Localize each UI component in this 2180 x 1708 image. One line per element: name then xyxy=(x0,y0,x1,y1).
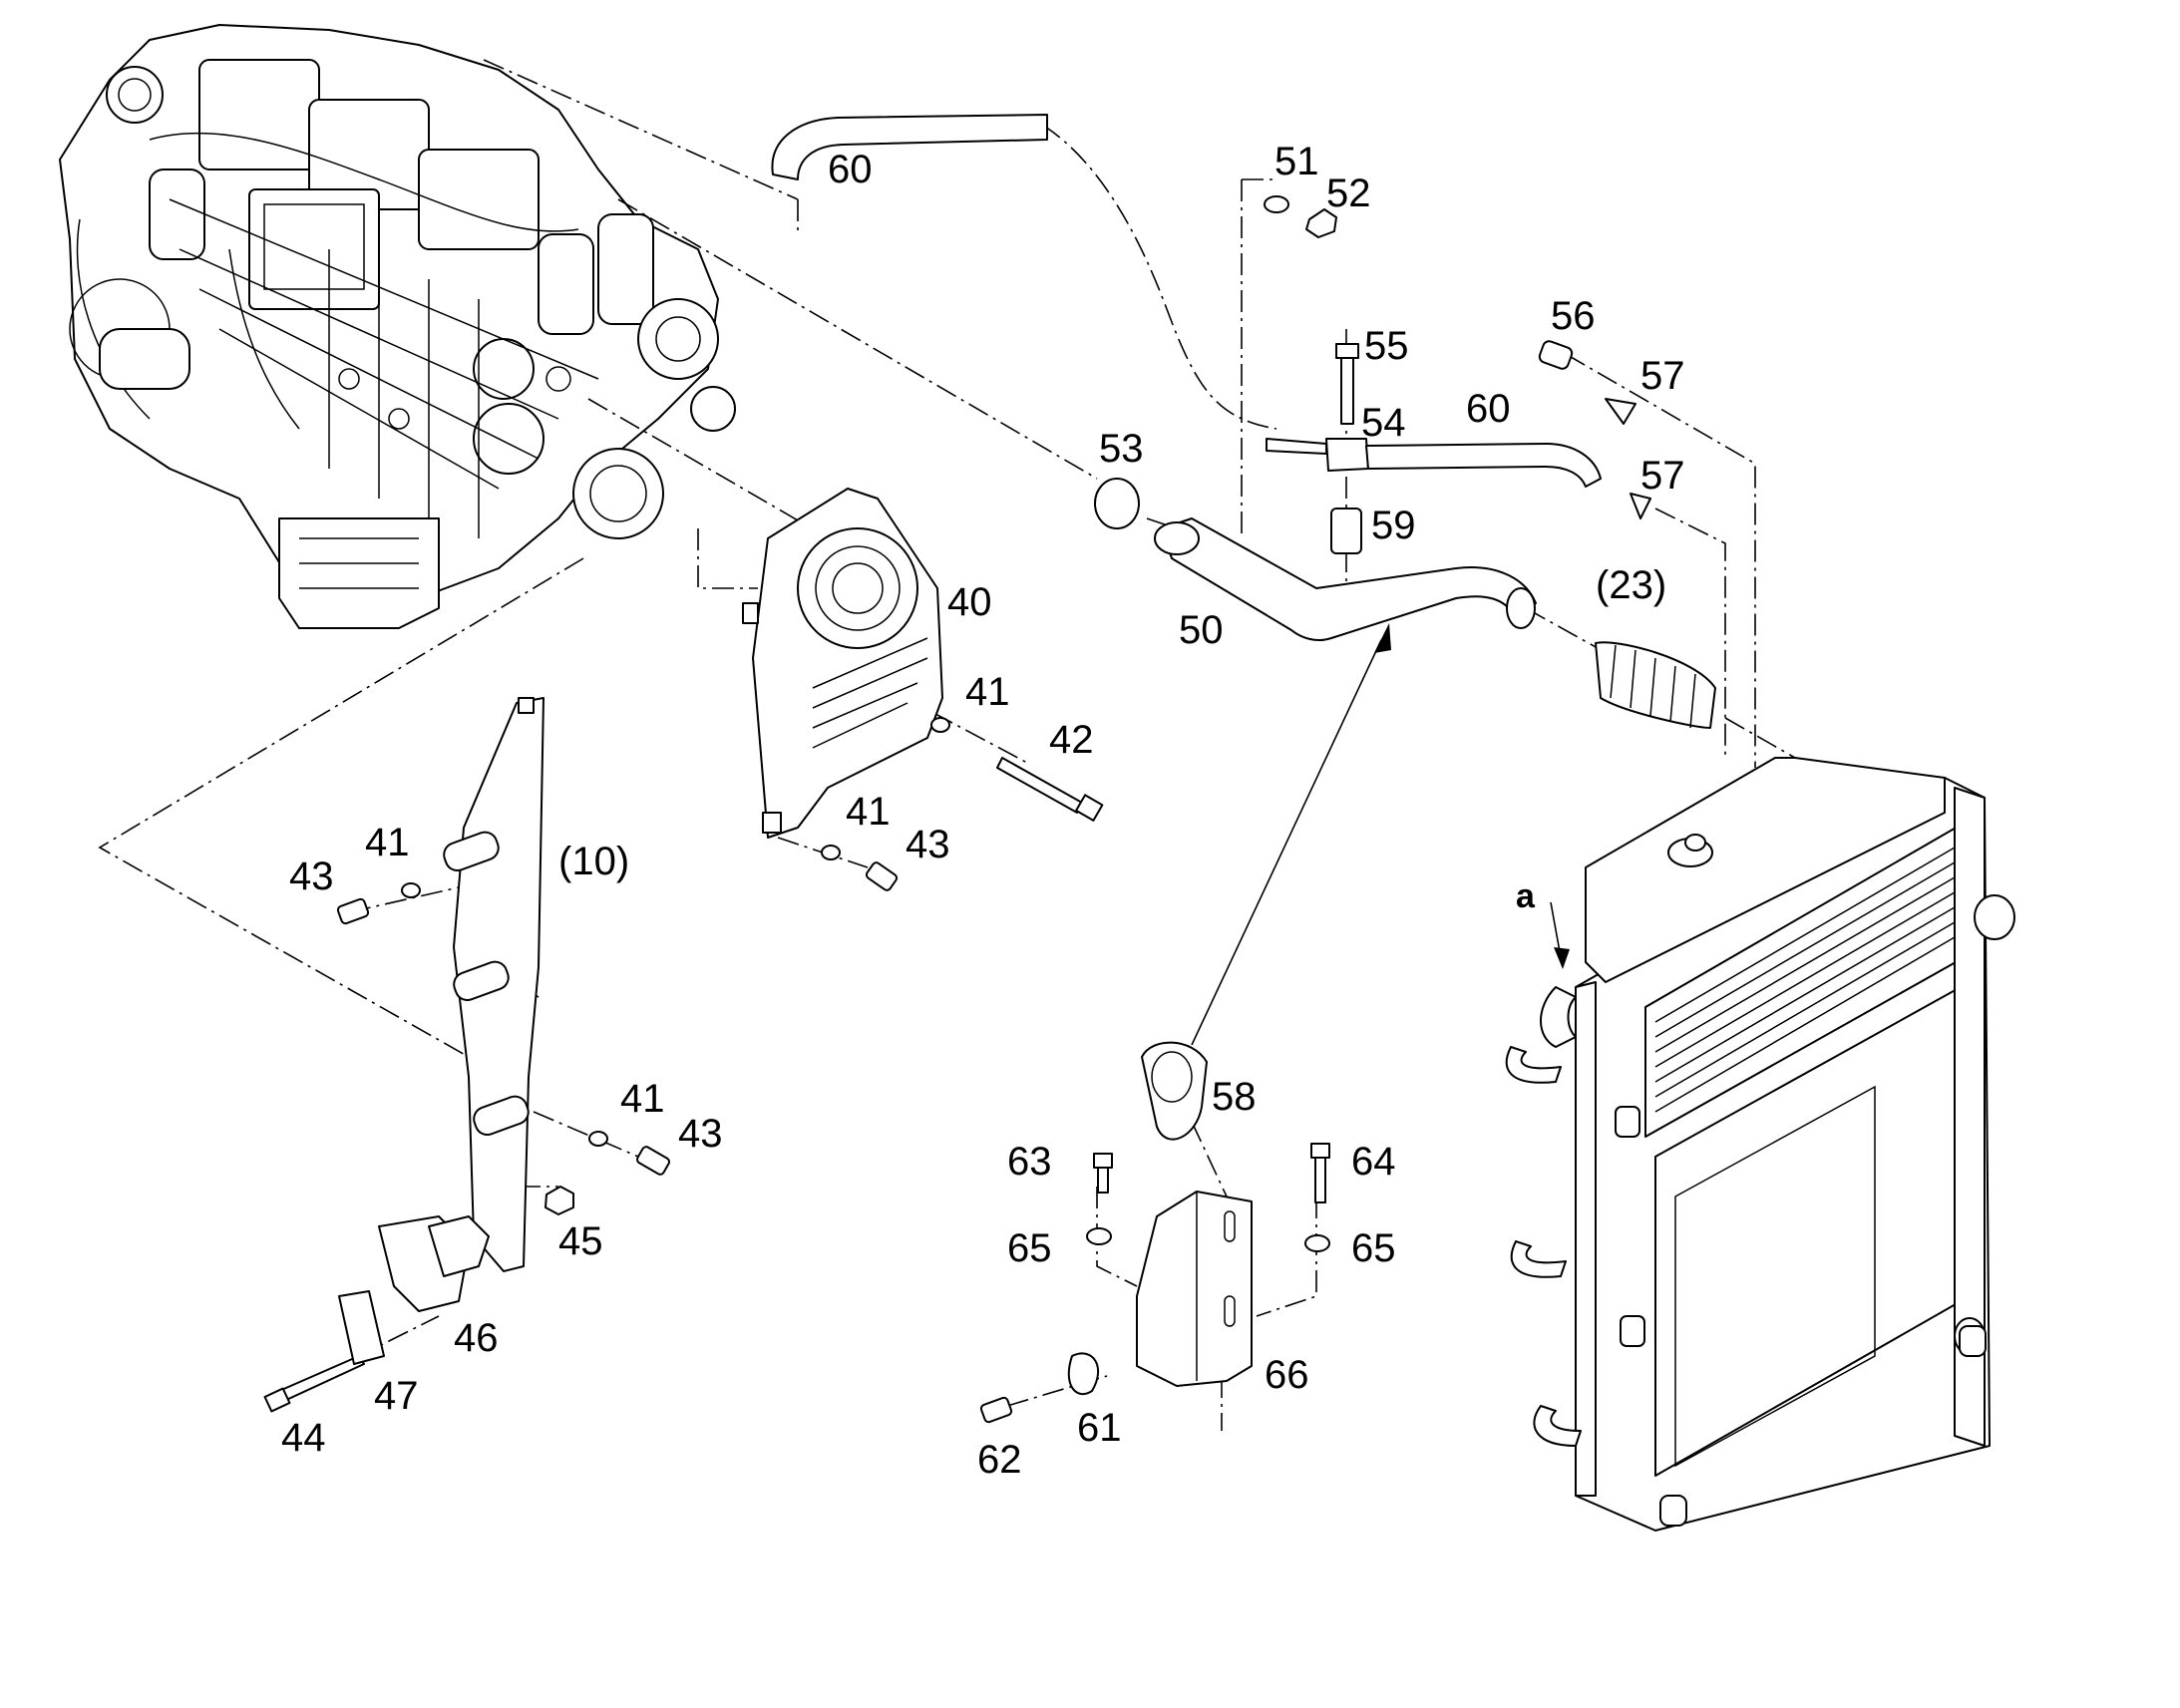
bellows-23 xyxy=(1595,641,1716,729)
callout-40: 40 xyxy=(947,580,992,624)
clamp-58 xyxy=(1141,1041,1208,1141)
callout-43: 43 xyxy=(678,1112,723,1156)
callout-47: 47 xyxy=(374,1374,419,1418)
callout-65: 65 xyxy=(1007,1226,1052,1270)
callout-10: (10) xyxy=(558,840,629,883)
callout-labels: 60 51 52 55 56 57 54 60 53 57 59 40 (23)… xyxy=(281,140,1685,1482)
callout-23: (23) xyxy=(1596,563,1666,607)
engine-assembly xyxy=(59,24,736,629)
callout-41: 41 xyxy=(365,821,410,864)
callout-57: 57 xyxy=(1640,354,1685,398)
callout-61: 61 xyxy=(1077,1406,1122,1450)
callout-41: 41 xyxy=(965,670,1010,714)
callout-62: 62 xyxy=(977,1438,1022,1482)
callout-44: 44 xyxy=(281,1416,326,1460)
callout-46: 46 xyxy=(454,1316,499,1360)
callout-54: 54 xyxy=(1361,401,1406,445)
callout-60: 60 xyxy=(828,148,873,191)
radiator-assembly xyxy=(1505,757,2015,1532)
callout-45: 45 xyxy=(558,1219,603,1263)
fan-guard-40 xyxy=(742,488,943,839)
callout-41: 41 xyxy=(846,790,891,834)
callout-66: 66 xyxy=(1265,1353,1309,1397)
callout-57: 57 xyxy=(1640,454,1685,498)
callout-43: 43 xyxy=(289,854,334,898)
callout-43: 43 xyxy=(906,823,950,866)
hose-60-lower xyxy=(1266,438,1602,488)
bracket-66 xyxy=(1136,1191,1253,1387)
callout-53: 53 xyxy=(1099,427,1144,471)
callout-42: 42 xyxy=(1049,718,1094,762)
bracket-10 xyxy=(338,697,545,1365)
fasteners xyxy=(263,195,1651,1424)
callout-a: a xyxy=(1516,877,1536,915)
callout-60: 60 xyxy=(1466,387,1511,431)
callout-52: 52 xyxy=(1326,171,1371,215)
callout-50: 50 xyxy=(1179,608,1224,652)
callout-59: 59 xyxy=(1371,504,1416,547)
callout-64: 64 xyxy=(1351,1140,1396,1184)
callout-65: 65 xyxy=(1351,1226,1396,1270)
leader-arrow xyxy=(1191,623,1570,1046)
callout-56: 56 xyxy=(1551,294,1596,338)
callout-63: 63 xyxy=(1007,1140,1052,1184)
callout-55: 55 xyxy=(1364,324,1409,368)
hose-60-upper xyxy=(771,114,1048,180)
callout-41: 41 xyxy=(620,1077,665,1121)
callout-51: 51 xyxy=(1274,140,1319,183)
charge-air-hose-50 xyxy=(1154,517,1537,641)
callout-58: 58 xyxy=(1212,1075,1257,1119)
